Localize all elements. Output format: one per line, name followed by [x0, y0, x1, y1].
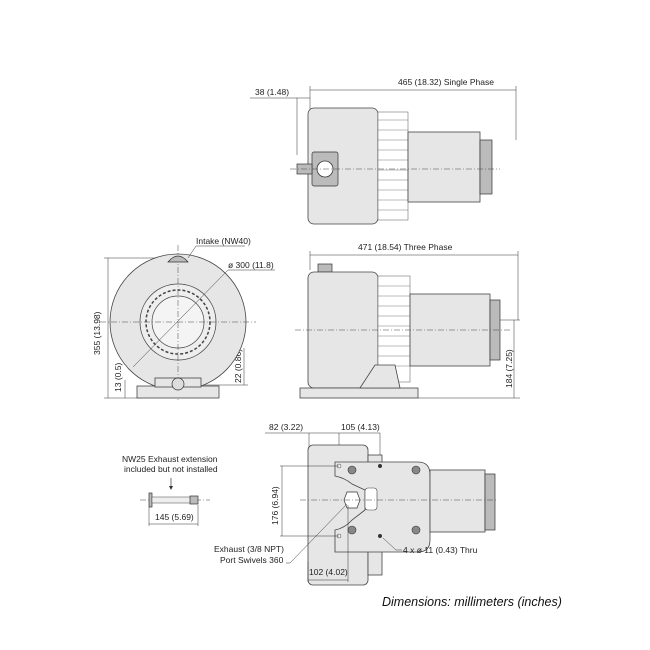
hole-spacing-x-label: 105 (4.13) [341, 422, 380, 432]
hole-spacing-y-label: 176 (6.94) [270, 486, 280, 525]
front-offset-label: 82 (3.22) [269, 422, 303, 432]
exhaust-height-label: 22 (0.86) [233, 349, 243, 383]
height-label: 355 (13.98) [92, 311, 102, 355]
top-view: 465 (18.32) Single Phase 38 (1.48) [250, 77, 517, 225]
intake-offset-label: 38 (1.48) [255, 87, 289, 97]
single-phase-length-label: 465 (18.32) Single Phase [398, 77, 494, 87]
motor-height-label: 184 (7.25) [504, 349, 514, 388]
exhaust-label-line1: Exhaust (3/8 NPT) [214, 544, 284, 554]
cooling-fins-top [377, 111, 409, 221]
front-view: 355 (13.98) 13 (0.5) 22 (0.86) ø 300 (11… [92, 236, 275, 400]
exhaust-extension: NW25 Exhaust extension included but not … [122, 454, 218, 526]
dimensions-caption: Dimensions: millimeters (inches) [382, 595, 562, 609]
intake-label: Intake (NW40) [196, 236, 251, 246]
nw25-label-line2: included but not installed [124, 464, 218, 474]
nw25-label-line1: NW25 Exhaust extension [122, 454, 218, 464]
diameter-label: ø 300 (11.8) [228, 260, 274, 270]
exhaust-label-line2: Port Swivels 360 [220, 555, 284, 565]
bottom-view: 82 (3.22) 105 (4.13) 176 (6.94) Exhaust … [214, 422, 498, 586]
base-thickness-label: 13 (0.5) [113, 363, 123, 392]
three-phase-length-label: 471 (18.54) Three Phase [358, 242, 453, 252]
mount-holes-label: 4 x ø 11 (0.43) Thru [403, 545, 478, 555]
extension-length-label: 145 (5.69) [155, 512, 194, 522]
side-view: 471 (18.54) Three Phase 184 (7.25) [295, 242, 520, 399]
exhaust-offset-label: 102 (4.02) [309, 567, 348, 577]
